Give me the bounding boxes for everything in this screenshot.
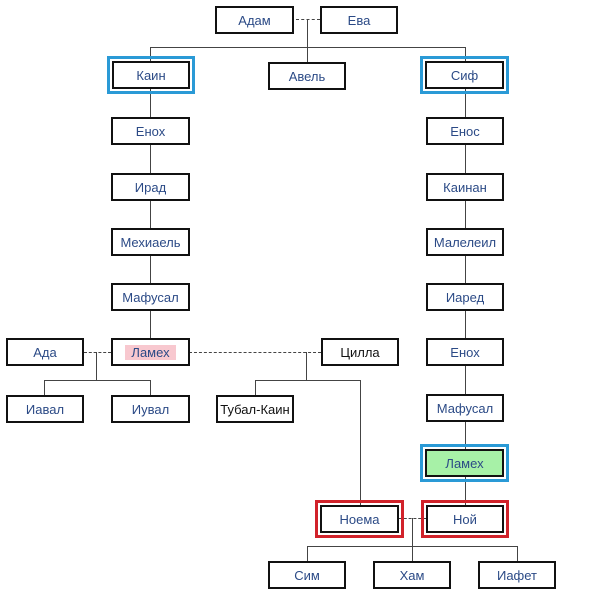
marriage-line-lameh-cilla (189, 352, 321, 353)
line-mafusal-lameh (150, 310, 151, 338)
person-name: Мафусал (122, 289, 179, 305)
children-bar-cilla (255, 380, 360, 381)
person-name: Иувал (131, 401, 170, 417)
line-to-iuval (150, 380, 151, 395)
person-box-noema: Ноема (315, 500, 404, 538)
person-box-enoh-sif-line: Енох (426, 338, 504, 366)
person-name: Ноема (339, 511, 380, 527)
descent-line-noy (412, 518, 413, 546)
line-kainan-maleleil (465, 200, 466, 228)
line-to-iaval (44, 380, 45, 395)
person-name: Тубал-Каин (220, 401, 290, 417)
person-name: Сиф (450, 67, 479, 83)
person-box-iafet: Иафет (478, 561, 556, 589)
person-name: Каинан (443, 179, 487, 195)
person-name: Иафет (496, 567, 538, 583)
line-to-sim (307, 546, 308, 561)
person-name: Мафусал (436, 400, 494, 416)
line-to-ham (412, 546, 413, 561)
marriage-line-adam-eva (296, 19, 320, 20)
person-box-iared: Иаред (426, 283, 504, 311)
person-box-noy: Ной (421, 500, 509, 538)
person-name: Ирад (134, 179, 167, 195)
line-to-sif (465, 47, 466, 61)
person-name: Енос (450, 123, 480, 139)
person-name: Иаред (445, 289, 485, 305)
person-name: Адам (238, 12, 271, 28)
person-name: Ада (33, 344, 57, 360)
person-box-mafusal-sif-line: Мафусал (426, 394, 504, 422)
person-name: Ева (347, 12, 371, 28)
person-box-eva: Ева (320, 6, 398, 34)
descent-line-adam-eva (307, 19, 308, 47)
line-to-tubal-kain (255, 380, 256, 395)
descent-line-ada (96, 352, 97, 380)
person-box-iuval: Иувал (111, 395, 190, 423)
line-to-iafet (517, 546, 518, 561)
person-name: Мехиаель (120, 234, 181, 250)
line-enoh-mafusal (465, 366, 466, 394)
person-name: Иавал (25, 401, 65, 417)
person-name: Енох (135, 123, 166, 139)
person-box-enos: Енос (426, 117, 504, 145)
line-enos-kainan (465, 145, 466, 173)
line-maleleil-iared (465, 255, 466, 283)
person-box-lameh-sif-line: Ламех (420, 444, 509, 482)
person-box-avel: Авель (268, 62, 346, 90)
person-name: Авель (288, 68, 326, 84)
person-name: Енох (450, 344, 480, 360)
person-box-mafusal-kain-line: Мафусал (111, 283, 190, 311)
line-iared-enoh (465, 310, 466, 338)
person-box-ada: Ада (6, 338, 84, 366)
person-box-maleleil: Малелеил (426, 228, 504, 256)
person-name: Ламех (445, 455, 484, 471)
line-to-noema (360, 380, 361, 505)
line-enoh-irad (150, 145, 151, 173)
person-box-tubal-kain: Тубал-Каин (216, 395, 294, 423)
person-box-sim: Сим (268, 561, 346, 589)
person-box-mehiael: Мехиаель (111, 228, 190, 256)
line-to-avel (307, 47, 308, 62)
person-box-enoh-kain-line: Енох (111, 117, 190, 145)
person-name: Цилла (340, 344, 380, 360)
line-to-kain (150, 47, 151, 61)
line-lameh-noy (465, 476, 466, 505)
person-box-iaval: Иавал (6, 395, 84, 423)
person-name: Каин (136, 67, 166, 83)
person-name: Сим (294, 567, 320, 583)
person-box-kain: Каин (107, 56, 195, 94)
person-name-highlighted: Ламех (125, 344, 176, 360)
person-name: Ной (453, 511, 477, 527)
person-box-sif: Сиф (420, 56, 509, 94)
line-kain-enoh (150, 89, 151, 117)
person-box-kainan: Каинан (426, 173, 504, 201)
line-mafusal-lameh (465, 421, 466, 449)
person-name: Малелеил (433, 234, 497, 250)
person-box-cilla: Цилла (321, 338, 399, 366)
line-irad-mehiael (150, 200, 151, 228)
children-bar-ada (44, 380, 150, 381)
person-box-adam: Адам (215, 6, 294, 34)
person-box-ham: Хам (373, 561, 451, 589)
person-name: Хам (399, 567, 425, 583)
descent-line-cilla (306, 352, 307, 380)
line-sif-enos (465, 89, 466, 117)
line-mehiael-mafusal (150, 255, 151, 283)
person-box-irad: Ирад (111, 173, 190, 201)
marriage-line-ada-lameh (84, 352, 111, 353)
person-box-lameh-kain-line: Ламех (111, 338, 190, 366)
